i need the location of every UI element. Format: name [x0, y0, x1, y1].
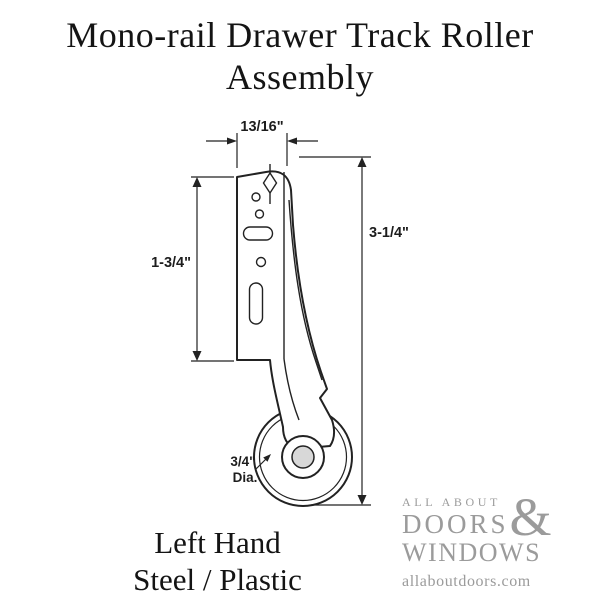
screw-hole — [255, 256, 267, 268]
dimension-roller-diameter-label-line1: 3/4" — [230, 454, 255, 469]
dimension-plate-height-label: 1-3/4" — [151, 255, 191, 271]
product-specs: Left Hand Steel / Plastic — [95, 524, 340, 598]
product-title-line2: Assembly — [226, 57, 374, 97]
logo-word-doors: DOORS — [402, 509, 509, 539]
dimension-roller-diameter — [255, 454, 271, 470]
dimension-plate-height — [191, 176, 234, 362]
bracket-details — [242, 164, 323, 421]
dimension-width-label: 13/16" — [240, 119, 283, 135]
roller-hub — [281, 435, 325, 479]
screw-hole — [254, 209, 265, 219]
adjustment-slot-horizontal — [242, 226, 274, 241]
dimension-total-height — [299, 156, 371, 506]
logo-ampersand: & — [509, 487, 552, 547]
logo-website: allaboutdoors.com — [402, 573, 531, 590]
logo-tagline: ALL ABOUT — [402, 495, 501, 509]
bracket-outline — [236, 170, 336, 450]
product-material: Steel / Plastic — [133, 562, 302, 597]
retailer-logo: ALL ABOUT DOORS & WINDOWS allaboutdoors.… — [402, 487, 577, 591]
dimension-width — [206, 133, 318, 168]
product-title: Mono-rail Drawer Track Roller Assembly — [0, 14, 600, 98]
screw-hole — [251, 192, 261, 202]
adjustment-slot-vertical — [248, 282, 264, 325]
logo-word-windows: WINDOWS — [402, 538, 542, 567]
product-title-line1: Mono-rail Drawer Track Roller — [66, 15, 534, 55]
product-hand: Left Hand — [154, 525, 281, 560]
dimension-total-height-label: 3-1/4" — [369, 225, 409, 241]
dimension-roller-diameter-label-line2: Dia. — [233, 470, 258, 485]
